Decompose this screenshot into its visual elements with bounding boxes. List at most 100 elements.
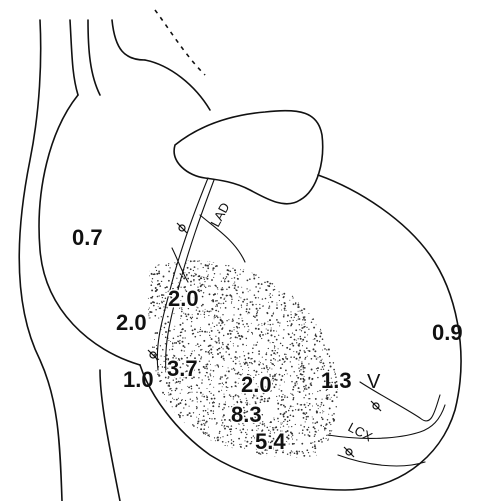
stipple-dot [228,367,229,368]
stipple-dot [323,313,325,315]
stipple-dot [145,350,147,352]
stipple-dot [227,295,228,296]
stipple-dot [161,422,162,423]
stipple-dot [332,440,333,441]
stipple-dot [198,291,200,293]
stipple-dot [264,423,265,424]
stipple-dot [308,398,309,399]
stipple-dot [166,382,168,384]
stipple-dot [335,461,336,462]
stipple-dot [287,288,289,290]
stipple-dot [296,351,298,353]
stipple-dot [334,450,335,451]
stipple-dot [232,320,233,321]
stipple-dot [247,326,248,327]
stipple-dot [332,430,334,432]
stipple-dot [209,335,210,336]
stipple-dot [297,306,299,308]
stipple-dot [343,345,344,346]
stipple-dot [313,267,314,268]
stipple-dot [212,299,214,301]
stipple-dot [273,418,274,419]
stipple-dot [302,451,303,452]
stipple-dot [290,356,292,358]
stipple-dot [314,308,315,309]
stipple-dot [269,272,270,273]
stipple-dot [208,379,210,381]
stipple-dot [280,280,282,282]
stipple-dot [192,317,193,318]
stipple-dot [303,390,304,391]
stipple-dot [319,278,321,280]
stipple-dot [252,456,254,458]
stipple-dot [166,449,168,451]
stipple-dot [327,273,328,274]
stipple-dot [156,289,158,291]
stipple-dot [237,333,239,335]
stipple-dot [248,266,250,268]
stipple-dot [343,461,344,462]
stipple-dot [153,443,155,445]
stipple-dot [285,265,287,267]
stipple-dot [283,421,284,422]
stipple-dot [205,264,207,266]
stipple-dot [268,340,270,342]
stipple-dot [159,391,160,392]
stipple-dot [313,339,314,340]
stipple-dot [242,271,244,273]
stipple-dot [333,413,335,415]
stipple-dot [296,342,297,343]
stipple-dot [203,277,204,278]
value-lateral-wall: 0.9 [432,320,463,345]
stipple-dot [212,346,213,347]
stipple-dot [222,422,223,423]
stipple-dot [225,452,227,454]
stipple-dot [165,461,166,462]
stipple-dot [263,367,265,369]
stipple-dot [332,437,334,439]
stipple-dot [218,391,220,393]
stipple-dot [167,440,169,442]
stipple-dot [339,301,341,303]
stipple-dot [337,336,338,337]
stipple-dot [284,305,286,307]
stipple-dot [291,264,292,265]
stipple-dot [272,350,274,352]
stipple-dot [193,444,194,445]
stipple-dot [292,296,293,297]
stipple-dot [233,361,234,362]
stipple-dot [264,457,266,459]
stipple-dot [319,282,321,284]
stipple-dot [305,387,306,388]
stipple-dot [155,332,157,334]
stipple-dot [221,425,222,426]
stipple-dot [292,297,293,298]
stipple-dot [311,322,313,324]
stipple-dot [150,259,151,260]
stipple-dot [280,423,281,424]
stipple-dot [277,269,278,270]
stipple-dot [280,343,282,345]
stipple-dot [326,396,327,397]
stipple-dot [331,306,332,307]
stipple-dot [220,319,222,321]
stipple-dot [151,416,152,417]
stipple-dot [235,385,237,387]
stipple-dot [223,453,225,455]
stipple-dot [196,255,198,257]
stipple-dot [339,322,340,323]
stipple-dot [145,411,147,413]
stipple-dot [287,321,288,322]
stipple-dot [152,406,154,408]
stipple-dot [242,320,244,322]
stipple-dot [226,320,227,321]
stipple-dot [320,362,321,363]
stipple-dot [308,452,309,453]
stipple-dot [211,279,213,281]
stipple-dot [314,338,316,340]
stipple-dot [261,267,263,269]
stipple-dot [340,272,342,274]
stipple-dot [304,434,305,435]
stipple-dot [208,315,209,316]
stipple-dot [320,299,322,301]
